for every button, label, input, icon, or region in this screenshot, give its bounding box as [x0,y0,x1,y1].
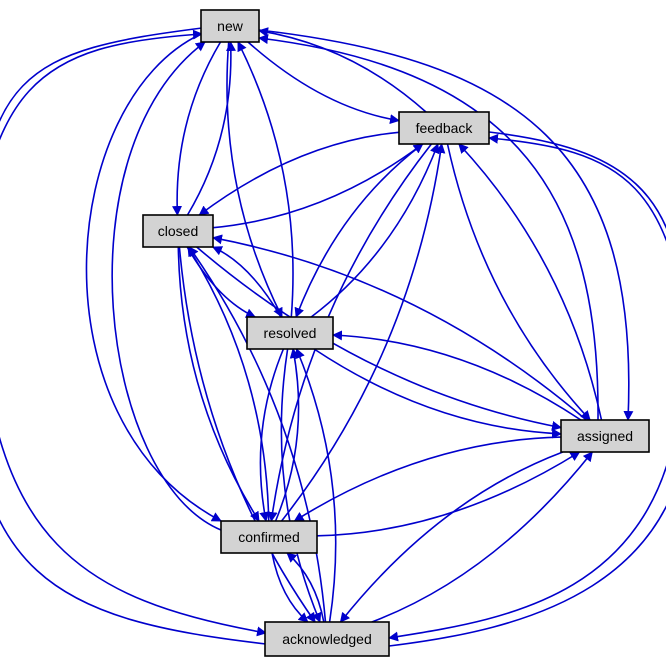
node-layer: new feedback closed resolved assigned co… [142,9,650,657]
edge-feedback-to-resolved [294,143,424,318]
edge-assigned-to-closed [212,234,587,421]
edge-new-to-resolved [226,41,283,318]
edge-closed-to-assigned [196,246,562,431]
edge-feedback-to-closed [198,131,400,216]
edge-resolved-to-feedback [310,143,440,318]
edge-confirmed-to-new [111,41,222,531]
node-acknowledged-label: acknowledged [282,631,372,647]
edge-acknowledged-to-confirmed [286,552,325,623]
node-new-box [200,9,260,43]
edge-confirmed-to-closed [187,246,270,522]
edge-new-to-closed [172,41,222,216]
edge-feedback-to-new [258,27,427,113]
node-new-label: new [217,18,244,34]
edge-confirmed-to-acknowledged [271,552,309,623]
edge-closed-to-feedback [212,143,424,229]
edge-new-to-confirmed [85,33,222,522]
edge-feedback-to-acknowledged [388,131,666,642]
node-confirmed-label: confirmed [238,529,299,545]
node-feedback[interactable]: feedback [398,111,490,145]
node-feedback-box [398,111,490,145]
node-new[interactable]: new [200,9,260,43]
edge-layer [0,27,666,647]
edge-acknowledged-to-new [0,29,267,645]
edge-resolved-to-acknowledged [280,348,322,623]
node-closed-box [142,214,214,248]
edge-assigned-to-resolved [332,330,582,421]
node-resolved[interactable]: resolved [246,316,334,350]
edge-confirmed-to-feedback [280,143,446,522]
node-acknowledged-box [264,621,390,657]
node-feedback-label: feedback [416,120,474,136]
edge-resolved-to-confirmed [259,348,285,522]
edge-closed-to-acknowledged [178,246,316,623]
edge-closed-to-confirmed [177,246,260,522]
edge-assigned-to-acknowledged [339,451,564,623]
edge-confirmed-to-resolved [274,348,300,522]
node-assigned-box [560,419,650,453]
node-closed-label: closed [158,223,198,239]
edge-feedback-to-assigned [446,143,591,421]
edge-assigned-to-new [258,34,599,421]
edge-acknowledged-to-closed [188,246,327,623]
edge-resolved-to-new [237,41,294,318]
edge-confirmed-to-assigned [316,451,581,537]
node-assigned-label: assigned [577,428,633,444]
edge-closed-to-new [186,41,236,216]
node-assigned[interactable]: assigned [560,419,650,453]
edge-acknowledged-to-feedback [388,133,666,647]
edge-new-to-feedback [247,41,400,125]
node-acknowledged[interactable]: acknowledged [264,621,390,657]
edge-resolved-to-assigned [313,348,562,439]
node-confirmed-box [220,520,318,554]
node-resolved-box [246,316,334,350]
edge-assigned-to-confirmed [293,436,562,522]
edge-resolved-to-closed [211,246,282,318]
node-resolved-label: resolved [264,325,317,341]
node-confirmed[interactable]: confirmed [220,520,318,554]
edge-assigned-to-feedback [458,143,603,421]
edge-new-to-acknowledged [0,27,267,637]
edge-new-to-assigned [258,29,634,421]
edge-acknowledged-to-assigned [371,451,593,623]
node-closed[interactable]: closed [142,214,214,248]
edge-acknowledged-to-resolved [295,348,337,623]
